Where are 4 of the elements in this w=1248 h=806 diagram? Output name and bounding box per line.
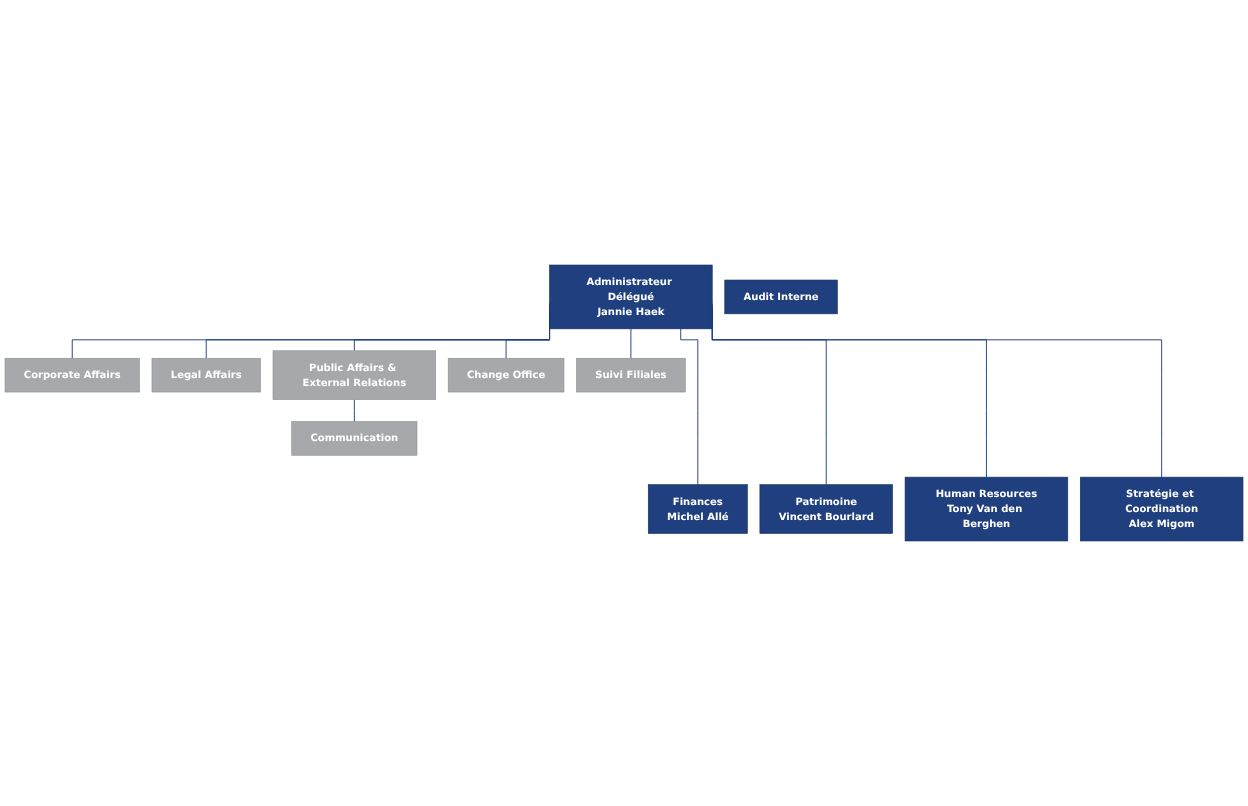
connector <box>630 328 632 359</box>
connector <box>680 328 699 486</box>
connector <box>353 399 355 422</box>
connector <box>505 324 550 359</box>
